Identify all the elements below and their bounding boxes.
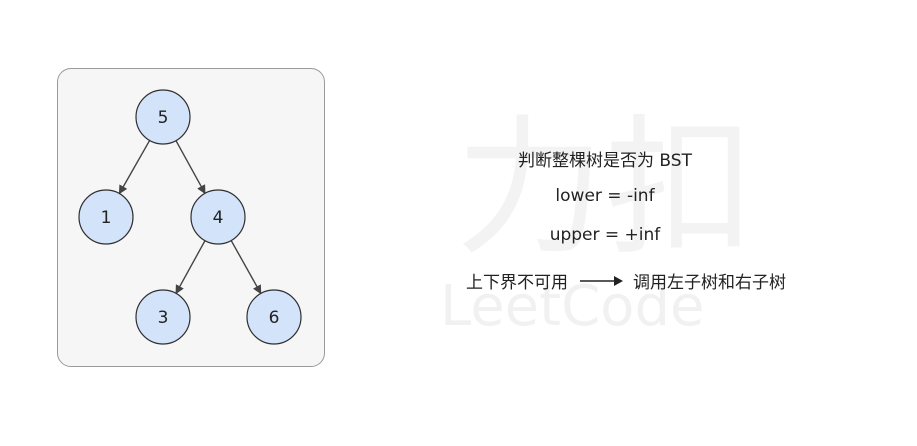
condition-row: 上下界不可用 调用左子树和右子树	[466, 268, 846, 293]
action-text: 调用左子树和右子树	[633, 273, 786, 293]
tree-node-circle	[78, 189, 134, 245]
lower-bound-text: lower = -inf	[555, 186, 655, 206]
tree-node-root: 5	[135, 89, 191, 145]
tree-node-label: 4	[213, 208, 224, 228]
tree-node-right: 4	[190, 189, 246, 245]
tree-edge-right-to-right-left	[175, 240, 206, 295]
tree-node-circle	[135, 89, 191, 145]
tree-node-circle	[190, 189, 246, 245]
binary-tree: 5 1 4 3 6	[78, 89, 302, 345]
tree-node-label: 5	[158, 108, 169, 128]
tree-node-right-right: 6	[246, 289, 302, 345]
tree-node-left: 1	[78, 189, 134, 245]
explanation-title: 判断整棵树是否为 BST	[518, 151, 692, 171]
tree-node-label: 6	[269, 308, 280, 328]
tree-node-circle	[246, 289, 302, 345]
tree-node-label: 1	[101, 208, 112, 228]
tree-edge-right-to-right-right	[230, 240, 262, 295]
right-arrow-icon	[580, 273, 624, 289]
tree-edge-root-to-left	[118, 140, 151, 195]
tree-panel: 5 1 4 3 6	[57, 68, 325, 367]
tree-node-label: 3	[158, 308, 169, 328]
tree-edge-root-to-right	[175, 140, 206, 195]
condition-text: 上下界不可用	[466, 273, 568, 293]
tree-node-right-left: 3	[135, 289, 191, 345]
tree-node-circle	[135, 289, 191, 345]
upper-bound-text: upper = +inf	[549, 225, 661, 245]
